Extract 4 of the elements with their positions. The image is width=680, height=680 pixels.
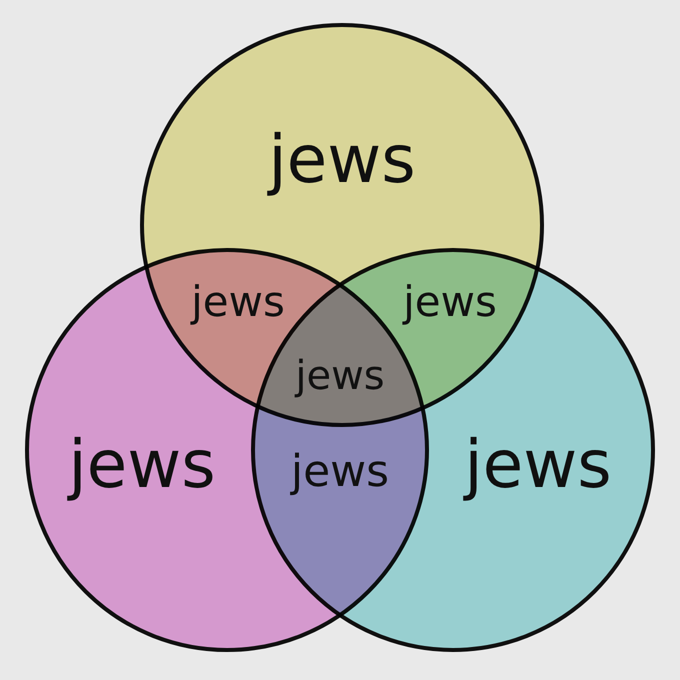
- region-label: jews: [403, 281, 497, 323]
- region-label: jews: [295, 356, 385, 396]
- region-label: jews: [290, 450, 390, 494]
- region-label: jews: [191, 281, 285, 323]
